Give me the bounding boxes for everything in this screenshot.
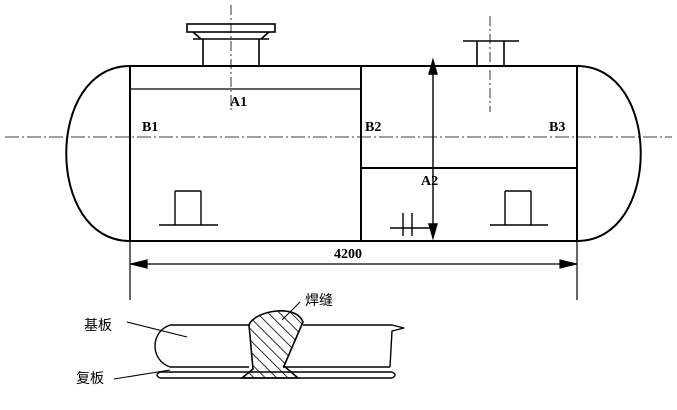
fitting-right [490, 190, 548, 226]
leader-base [126, 321, 188, 338]
label-a2: A2 [421, 174, 438, 189]
clad-plate-label: 复板 [76, 370, 104, 387]
label-b2: B2 [365, 120, 381, 135]
leader-clad [113, 369, 171, 380]
right-head [576, 65, 642, 242]
label-b3: B3 [549, 120, 565, 135]
clad-plate-left-end [156, 371, 161, 379]
nozzle-1-taper-right [260, 31, 270, 40]
base-plate-broken-end [154, 324, 171, 368]
leader-weld [281, 301, 301, 321]
base-plate-label: 基板 [84, 317, 112, 334]
weld-seam-label: 焊缝 [305, 293, 333, 309]
vessel-shell [65, 65, 642, 242]
fitting-left [159, 190, 218, 226]
weld-detail [154, 310, 405, 379]
left-head [65, 65, 131, 242]
length-label: 4200 [334, 247, 362, 262]
nozzle-1 [186, 23, 276, 66]
base-plate-right-break [389, 324, 405, 368]
weld-bead [239, 310, 304, 379]
nozzle-1-flange [186, 23, 276, 33]
nozzle-1-taper-left [192, 31, 202, 40]
label-a1: A1 [230, 95, 247, 110]
centerlines [5, 5, 672, 138]
a2-arrow-down [428, 223, 438, 241]
length-arrow-right [559, 259, 577, 269]
label-b1: B1 [142, 120, 158, 135]
length-arrow-left [130, 259, 148, 269]
leaders [113, 301, 301, 380]
clad-plate-right-end [391, 371, 396, 379]
a2-arrow-up [428, 57, 438, 75]
fitting-middle [390, 213, 432, 236]
nozzle-2 [463, 40, 519, 66]
a2-dimension [428, 57, 438, 241]
length-dimension [129, 241, 578, 300]
